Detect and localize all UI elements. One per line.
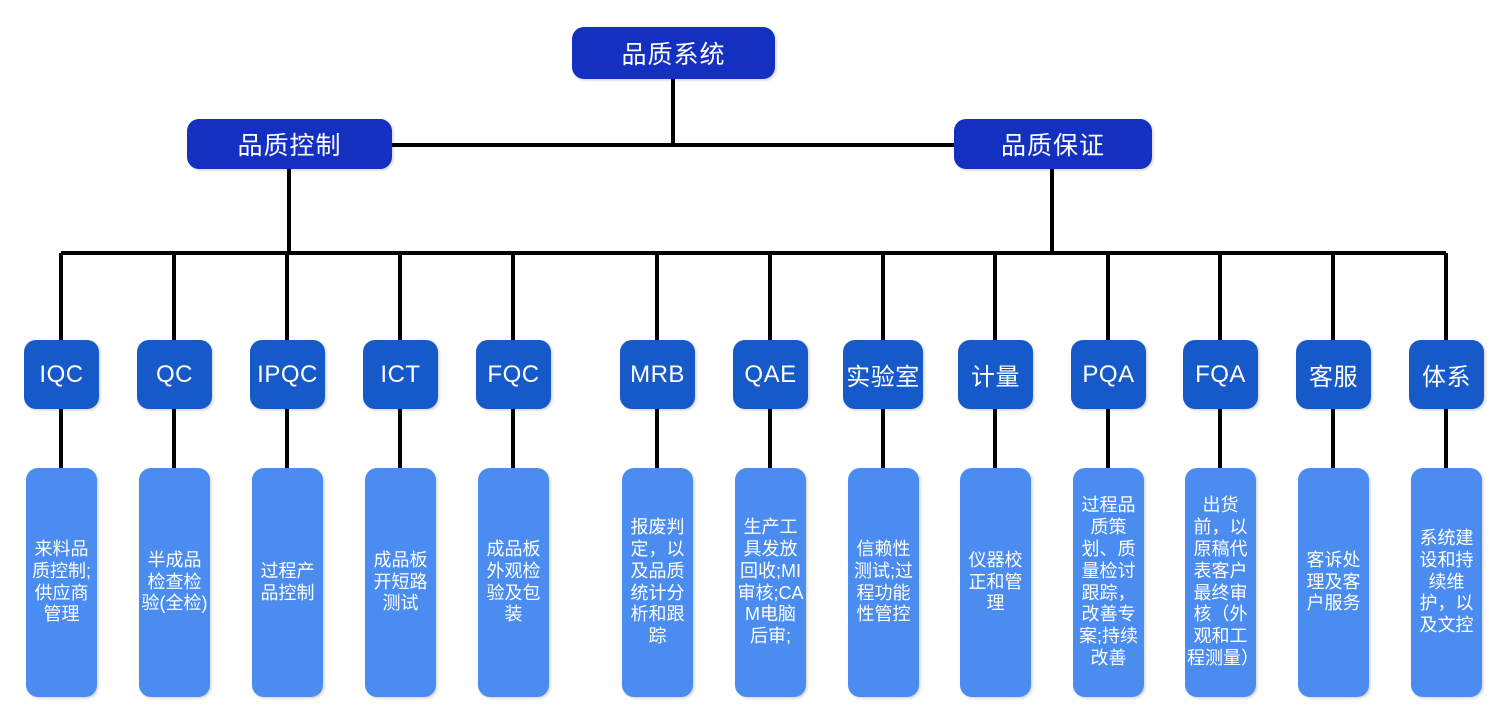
node-detail-fqc-text: 成品板外观检验及包装	[486, 538, 541, 625]
node-detail-ipqc[interactable]: 过程产品控制	[252, 468, 323, 697]
node-dept-system-label: 体系	[1422, 364, 1471, 391]
node-detail-ict-text: 成品板开短路测试	[373, 549, 428, 614]
node-dept-metrology-label: 计量	[971, 364, 1020, 391]
node-detail-mrb[interactable]: 报废判定，以及品质统计分析和跟踪	[622, 468, 693, 697]
node-dept-ipqc-label: IPQC	[257, 360, 318, 388]
node-detail-fqa-text: 出货前，以原稿代表客户最终审核（外观和工程测量）	[1187, 494, 1256, 669]
node-detail-customer-service-text: 客诉处理及客户服务	[1306, 549, 1361, 614]
node-detail-iqc-text: 来料品质控制;供应商管理	[31, 538, 91, 625]
node-dept-qc-label: QC	[156, 360, 193, 388]
node-dept-fqc-label: FQC	[487, 360, 540, 388]
node-dept-customer-service-label: 客服	[1309, 364, 1358, 391]
node-detail-system-text: 系统建设和持续维护，以及文控	[1419, 527, 1474, 636]
node-detail-lab-text: 信赖性测试;过程功能性管控	[853, 538, 913, 625]
node-detail-customer-service[interactable]: 客诉处理及客户服务	[1298, 468, 1369, 697]
node-detail-lab[interactable]: 信赖性测试;过程功能性管控	[848, 468, 919, 697]
node-detail-metrology[interactable]: 仪器校正和管理	[960, 468, 1031, 697]
node-dept-ipqc[interactable]: IPQC	[250, 340, 325, 409]
node-detail-qae[interactable]: 生产工具发放回收;MI审核;CAM电脑后审;	[735, 468, 806, 697]
node-branch-quality-control[interactable]: 品质控制	[187, 119, 392, 169]
node-detail-pqa[interactable]: 过程品质策划、质量检讨跟踪，改善专案;持续改善	[1073, 468, 1144, 697]
node-detail-ict[interactable]: 成品板开短路测试	[365, 468, 436, 697]
node-branch-qa-label: 品质保证	[1000, 132, 1105, 160]
node-detail-qae-text: 生产工具发放回收;MI审核;CAM电脑后审;	[737, 516, 804, 647]
node-detail-metrology-text: 仪器校正和管理	[968, 549, 1023, 614]
node-detail-qc-text: 半成品检查检验(全检)	[141, 549, 208, 614]
node-detail-ipqc-text: 过程产品控制	[260, 560, 315, 603]
node-root-quality-system[interactable]: 品质系统	[572, 27, 775, 79]
node-dept-mrb[interactable]: MRB	[620, 340, 695, 409]
node-dept-metrology[interactable]: 计量	[958, 340, 1033, 409]
node-detail-system[interactable]: 系统建设和持续维护，以及文控	[1411, 468, 1482, 697]
node-detail-iqc[interactable]: 来料品质控制;供应商管理	[26, 468, 97, 697]
node-dept-qae-label: QAE	[744, 360, 797, 388]
node-branch-qc-label: 品质控制	[237, 132, 342, 160]
node-dept-qc[interactable]: QC	[137, 340, 212, 409]
node-detail-fqa[interactable]: 出货前，以原稿代表客户最终审核（外观和工程测量）	[1185, 468, 1256, 697]
node-detail-fqc[interactable]: 成品板外观检验及包装	[478, 468, 549, 697]
node-branch-quality-assurance[interactable]: 品质保证	[954, 119, 1152, 169]
node-dept-pqa[interactable]: PQA	[1071, 340, 1146, 409]
node-dept-lab-label: 实验室	[846, 364, 920, 391]
node-dept-iqc-label: IQC	[39, 360, 84, 388]
node-dept-lab[interactable]: 实验室	[843, 340, 923, 409]
node-dept-system[interactable]: 体系	[1409, 340, 1484, 409]
node-dept-qae[interactable]: QAE	[733, 340, 808, 409]
node-dept-customer-service[interactable]: 客服	[1296, 340, 1371, 409]
node-dept-pqa-label: PQA	[1082, 360, 1135, 388]
node-detail-mrb-text: 报废判定，以及品质统计分析和跟踪	[630, 516, 685, 647]
node-dept-mrb-label: MRB	[630, 360, 685, 388]
node-dept-iqc[interactable]: IQC	[24, 340, 99, 409]
node-dept-ict[interactable]: ICT	[363, 340, 438, 409]
node-detail-qc[interactable]: 半成品检查检验(全检)	[139, 468, 210, 697]
node-detail-pqa-text: 过程品质策划、质量检讨跟踪，改善专案;持续改善	[1078, 494, 1138, 669]
node-root-label: 品质系统	[621, 41, 726, 69]
node-dept-fqa-label: FQA	[1195, 360, 1246, 388]
node-dept-fqa[interactable]: FQA	[1183, 340, 1258, 409]
node-dept-ict-label: ICT	[380, 360, 421, 388]
node-dept-fqc[interactable]: FQC	[476, 340, 551, 409]
